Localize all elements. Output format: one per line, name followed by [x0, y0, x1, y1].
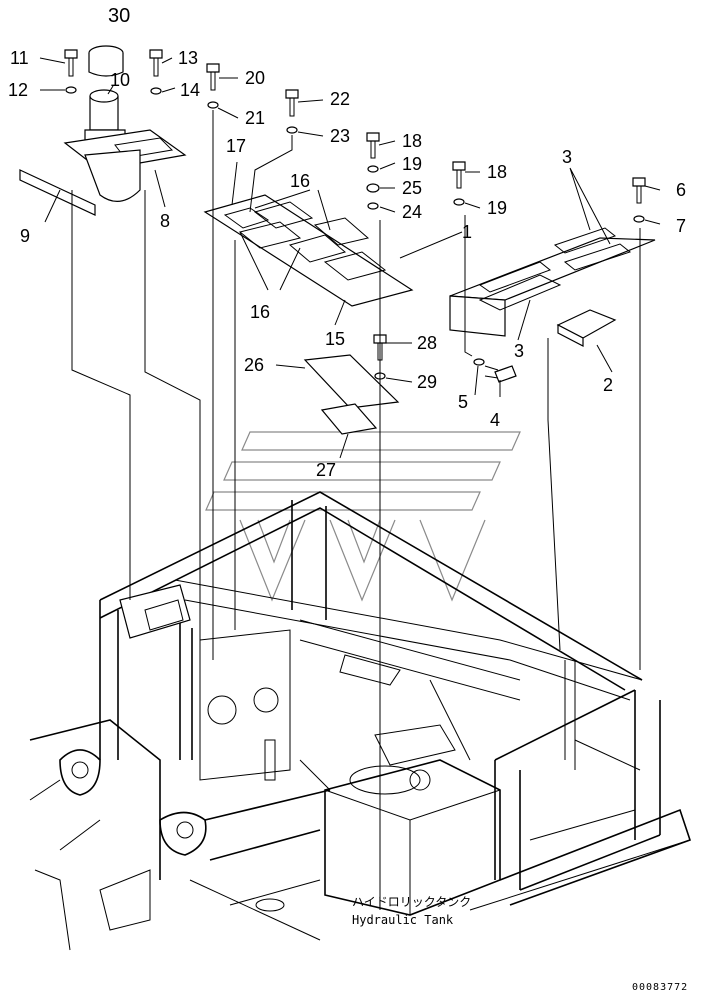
callout-7: 7: [676, 216, 686, 236]
caption-japanese: ハイドロリックタンク: [352, 895, 471, 909]
callout-3-lower: 3: [514, 341, 524, 361]
callout-10: 10: [110, 70, 130, 90]
callout-13: 13: [178, 48, 198, 68]
callout-30: 30: [108, 5, 130, 27]
callout-3-upper: 3: [562, 147, 572, 167]
callout-22: 22: [330, 89, 350, 109]
callout-14: 14: [180, 80, 200, 100]
callout-17: 17: [226, 136, 246, 156]
callout-2: 2: [603, 375, 613, 395]
callout-23: 23: [330, 126, 350, 146]
callout-6: 6: [676, 180, 686, 200]
callout-20: 20: [245, 68, 265, 88]
watermark-logo: [205, 431, 521, 602]
callout-9: 9: [20, 226, 30, 246]
callout-19-upper: 19: [402, 154, 422, 174]
callout-29: 29: [417, 372, 437, 392]
callout-4: 4: [490, 410, 500, 430]
callout-5: 5: [458, 392, 468, 412]
callout-11: 11: [10, 48, 29, 68]
hydraulic-tank-caption: ハイドロリックタンク Hydraulic Tank: [352, 790, 471, 927]
callout-18-upper: 18: [402, 131, 422, 151]
upper-frame: [29, 491, 692, 951]
callout-21: 21: [245, 108, 265, 128]
upper-parts: [19, 45, 656, 435]
callout-16-upper: 16: [290, 171, 310, 191]
callout-8: 8: [160, 211, 170, 231]
document-number: 00083772: [632, 982, 688, 993]
callout-16-lower: 16: [250, 302, 270, 322]
callout-24: 24: [402, 202, 422, 222]
callout-25: 25: [402, 178, 422, 198]
leader-lines: [39, 57, 661, 790]
callout-27: 27: [316, 460, 336, 480]
callout-12: 12: [8, 80, 28, 100]
callout-19-right: 19: [487, 198, 507, 218]
callout-15: 15: [325, 329, 345, 349]
callout-labels: 30 11 13 12 10 14 20 21 22 23 17 18 19 2…: [8, 5, 686, 480]
callout-28: 28: [417, 333, 437, 353]
caption-english: Hydraulic Tank: [352, 913, 454, 927]
callout-18-right: 18: [487, 162, 507, 182]
callout-26: 26: [244, 355, 264, 375]
callout-1: 1: [462, 222, 472, 242]
